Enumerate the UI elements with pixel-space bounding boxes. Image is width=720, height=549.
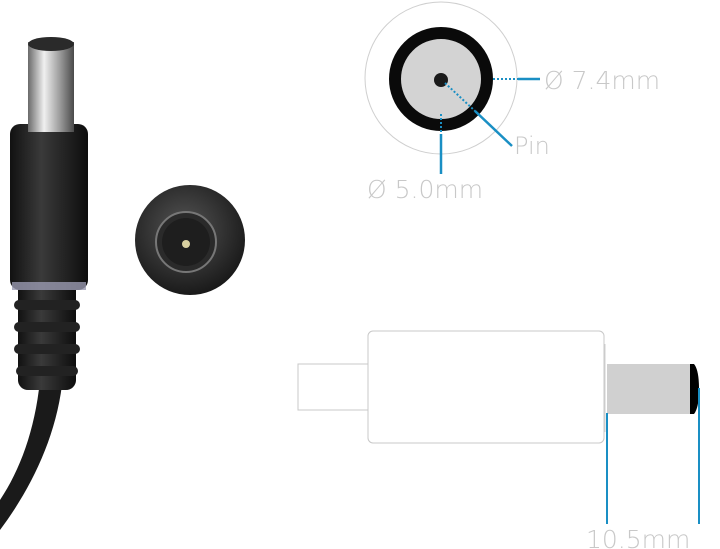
cable-stub — [297, 363, 371, 411]
leader-pin-dotted — [444, 82, 476, 112]
plug-photo — [0, 37, 88, 530]
metal-barrel — [28, 42, 74, 132]
strain-relief — [14, 280, 80, 390]
plug-body — [367, 330, 605, 444]
inner-diameter-label: Ø 5.0mm — [367, 175, 483, 204]
pin-label: Pin — [514, 132, 550, 160]
sleeve-ring — [12, 282, 86, 290]
tip-length-label: 10.5mm — [586, 525, 690, 549]
outer-diameter-label: Ø 7.4mm — [544, 66, 660, 95]
front-view-diagram: Ø 7.4mm Pin Ø 5.0mm — [364, 1, 660, 204]
leader-pin — [474, 110, 513, 147]
plug-sleeve — [10, 124, 88, 290]
barrel — [607, 364, 691, 414]
side-view-diagram: 10.5mm — [297, 330, 700, 549]
barrel-opening — [28, 37, 74, 51]
cable — [0, 380, 62, 530]
pin-dot — [434, 73, 448, 87]
plug-end-photo — [135, 185, 245, 295]
center-pin — [182, 240, 190, 248]
barrel-tip — [690, 364, 699, 414]
